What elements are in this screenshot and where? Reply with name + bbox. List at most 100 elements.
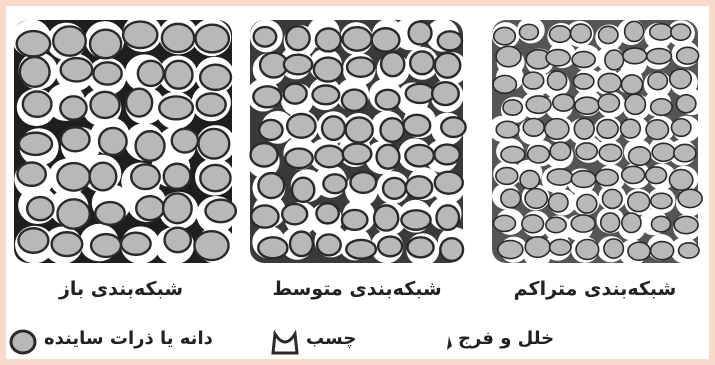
- abrasive-grain: [494, 27, 516, 44]
- abrasive-grain: [205, 200, 235, 223]
- abrasive-grain: [435, 53, 460, 78]
- abrasive-grain: [571, 24, 592, 43]
- abrasive-grain: [646, 167, 667, 184]
- abrasive-grain: [647, 49, 672, 64]
- abrasive-grain: [164, 164, 191, 189]
- abrasive-grain: [523, 72, 544, 89]
- abrasive-grain: [163, 193, 192, 223]
- abrasive-grain: [282, 204, 307, 224]
- abrasive-grain: [503, 100, 522, 115]
- abrasive-grain: [172, 129, 198, 153]
- abrasive-grain: [436, 205, 459, 230]
- abrasive-grain: [251, 205, 278, 227]
- abrasive-grain: [676, 95, 695, 113]
- abrasive-grain: [669, 170, 692, 191]
- abrasive-grain: [90, 30, 121, 59]
- abrasive-grain: [629, 147, 651, 165]
- abrasive-grain: [651, 242, 674, 260]
- abrasive-grain: [57, 163, 90, 191]
- abrasive-grain: [434, 145, 460, 165]
- abrasive-grain: [575, 97, 600, 114]
- abrasive-grain: [91, 234, 121, 257]
- medium-structure-svg: [244, 14, 469, 269]
- legend-pore-label: خلل و فرج: [458, 328, 554, 349]
- legend-bond-label: چسب: [306, 328, 356, 349]
- abrasive-grain: [679, 243, 699, 258]
- abrasive-grain: [342, 90, 367, 111]
- abrasive-grain: [550, 239, 571, 255]
- abrasive-grain: [599, 144, 621, 161]
- abrasive-grain: [198, 129, 229, 159]
- abrasive-grain: [374, 205, 398, 230]
- abrasive-grain: [126, 89, 152, 117]
- abrasive-grain: [622, 166, 645, 183]
- abrasive-grain: [494, 215, 516, 231]
- abrasive-grain: [23, 91, 52, 116]
- abrasive-grain: [528, 146, 550, 163]
- abrasive-grain: [677, 47, 699, 64]
- abrasive-grain: [576, 143, 597, 160]
- abrasive-grain: [404, 115, 431, 136]
- abrasive-grain: [572, 52, 595, 68]
- abrasive-grain: [284, 84, 307, 104]
- abrasive-grain: [406, 84, 435, 103]
- abrasive-grain: [523, 119, 544, 137]
- abrasive-grain: [574, 118, 594, 139]
- abrasive-grain: [287, 114, 315, 138]
- abrasive-grain: [596, 169, 619, 185]
- abrasive-grain: [121, 233, 151, 255]
- abrasive-grain: [597, 120, 618, 139]
- abrasive-grain: [20, 57, 50, 87]
- abrasive-grain: [380, 118, 404, 142]
- abrasive-grain: [407, 237, 433, 257]
- abrasive-grain: [519, 24, 538, 39]
- abrasive-grain: [27, 197, 53, 220]
- abrasive-grain: [577, 194, 597, 213]
- abrasive-grain: [522, 215, 544, 233]
- abrasive-grain: [197, 93, 226, 115]
- abrasive-grain: [57, 199, 89, 228]
- abrasive-grain: [547, 169, 572, 185]
- abrasive-grain: [343, 27, 372, 50]
- grain-icon: [8, 328, 38, 356]
- abrasive-grain: [598, 73, 621, 92]
- abrasive-grain: [316, 28, 341, 51]
- abrasive-grain: [438, 31, 462, 50]
- abrasive-grain: [322, 116, 345, 140]
- abrasive-grain: [621, 75, 642, 94]
- abrasive-grain: [285, 149, 312, 169]
- abrasive-grain: [136, 196, 164, 220]
- abrasive-grain: [602, 189, 622, 208]
- abrasive-grain: [401, 210, 430, 229]
- abrasive-grain: [496, 168, 518, 185]
- abrasive-grain: [406, 176, 432, 198]
- abrasive-grain: [123, 22, 157, 48]
- abrasive-grain: [17, 31, 50, 56]
- abrasive-grain: [651, 216, 670, 232]
- abrasive-grain: [254, 27, 277, 47]
- abrasive-grain: [547, 71, 566, 90]
- caption-medium: شبکه‌بندی متوسط: [242, 278, 472, 300]
- abrasive-grain: [343, 144, 372, 165]
- abrasive-grain: [259, 120, 282, 140]
- abrasive-grain: [17, 162, 45, 185]
- abrasive-grain: [131, 164, 160, 189]
- abrasive-grain: [346, 117, 373, 142]
- abrasive-grain: [601, 213, 620, 232]
- abrasive-grain: [599, 26, 618, 43]
- abrasive-grain: [19, 228, 49, 253]
- abrasive-grain: [674, 216, 698, 233]
- abrasive-grain: [61, 127, 90, 151]
- abrasive-grain: [99, 128, 127, 155]
- abrasive-grain: [93, 62, 121, 84]
- abrasive-grain: [525, 237, 550, 258]
- abrasive-grain: [90, 163, 117, 191]
- abrasive-grain: [501, 189, 521, 208]
- abrasive-grain: [571, 215, 595, 232]
- abrasive-grain: [648, 72, 667, 90]
- abrasive-grain: [159, 96, 193, 119]
- abrasive-grain: [292, 178, 314, 202]
- pore-icon: [442, 328, 456, 356]
- abrasive-grain: [598, 94, 619, 112]
- abrasive-grain: [553, 94, 574, 111]
